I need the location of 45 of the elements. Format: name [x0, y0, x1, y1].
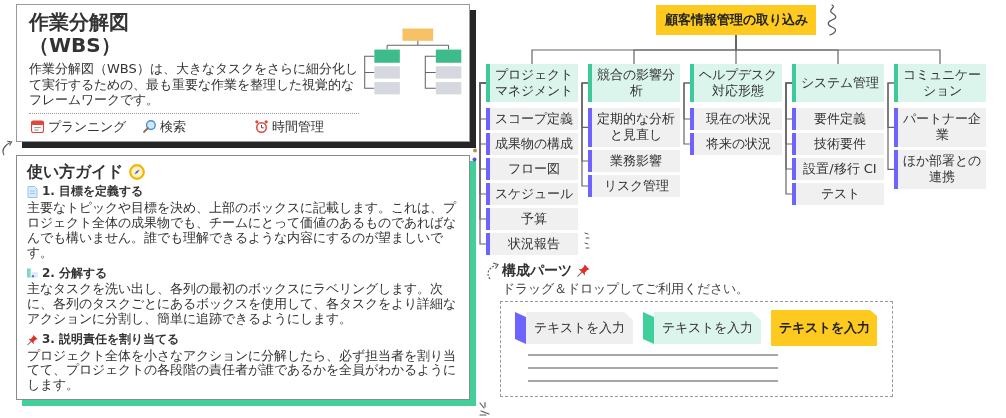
icon-label: プランニング — [48, 119, 126, 135]
card-title: 作業分解図（WBS） — [29, 11, 130, 57]
guide-title: 使い方ガイド — [27, 162, 123, 182]
task-box: 技術要件 — [792, 133, 884, 155]
task-box: フロー図 — [486, 158, 578, 180]
task-box: 予算 — [486, 208, 578, 230]
step-heading: 2. 分解する — [42, 265, 108, 282]
task-box: スケジュール — [486, 183, 578, 205]
connector-line — [785, 82, 793, 195]
task-box: ほか部署との連携 — [894, 150, 986, 189]
connector-line — [479, 82, 487, 245]
task-box: 将来の状況 — [690, 133, 782, 155]
section-subtitle: ドラッグ＆ドロップしてご利用ください。 — [502, 281, 749, 298]
step-description: プロジェクト全体を小さなアクションに分解したら、必ず担当者を割り当てて、プロジェクトの各段階の責任者が誰であるかを全員がわかるようにします。 — [27, 348, 457, 394]
task-box: テスト — [792, 183, 884, 205]
step-heading: 1. 目標を定義する — [42, 184, 144, 200]
task-box: 定期的な分析と見直し — [588, 108, 680, 147]
goal-box: 顧客情報管理の取り込み — [656, 5, 816, 35]
task-box: 要件定義 — [792, 108, 884, 130]
connector-line — [581, 82, 589, 187]
category-box: コミュニケーション — [894, 64, 986, 102]
task-box: パートナー企業 — [894, 108, 986, 147]
task-box: 成果物の構成 — [486, 133, 578, 155]
text-card: テキストを入力 — [771, 310, 877, 346]
category-box: プロジェクトマネジメント — [486, 64, 578, 102]
card-description: 作業分解図（WBS）は、大きなタスクをさらに細分化して実行するための、最も重要な作業を整理した視覚的なフレームワークです。 — [29, 61, 359, 108]
category-box: 競合の影響分析 — [588, 64, 680, 102]
icon-label: 時間管理 — [272, 119, 324, 135]
category-box: ヘルプデスク対応形態 — [690, 64, 782, 102]
dashed-frame — [500, 301, 893, 397]
step-description: 主要なトピックや目標を決め、上部のボックスに記載します。これは、プロジェクト全体の成果物でも、チームにとって価値のあるものであればなんでも構いません。誰でも理解できるような内容にするのが望ましいです。 — [27, 200, 458, 261]
connector-line — [735, 34, 941, 65]
task-box: スコープ定義 — [486, 108, 578, 130]
step-heading: 3. 説明責任を割り当てる — [42, 331, 180, 348]
connector-line — [683, 82, 691, 145]
task-box: 現在の状況 — [690, 108, 782, 130]
step-description: 主なタスクを洗い出し、各列の最初のボックスにラベリングします。次に、各列のタスクごとにあるボックスを使用して、各タスクをより詳細なアクションに分割し、簡単に追跡できるようにします。 — [27, 282, 457, 327]
task-box: 設置/移行 CI — [792, 158, 884, 180]
category-box: システム管理 — [792, 64, 884, 102]
task-box: リスク管理 — [588, 175, 680, 197]
icon-label: 検索 — [160, 119, 186, 135]
task-box: 業務影響 — [588, 150, 680, 172]
connector-line — [887, 82, 895, 170]
section-heading: 構成パーツ — [502, 262, 572, 280]
task-box: 状況報告 — [486, 233, 578, 255]
